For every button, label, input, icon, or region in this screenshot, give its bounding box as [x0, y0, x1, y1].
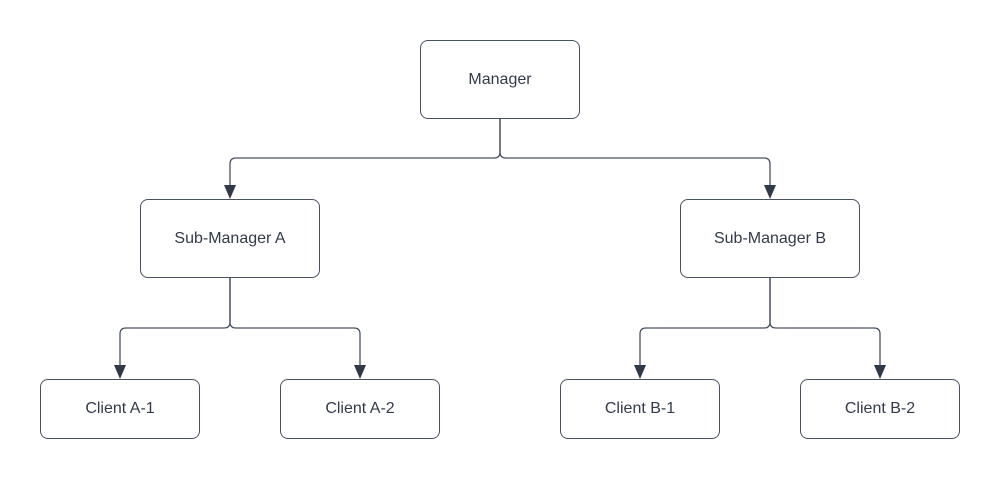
node-label: Sub-Manager A: [174, 229, 286, 247]
node-label: Client A-1: [85, 400, 155, 418]
connector-manager-to-sub-manager-a: [229, 119, 501, 186]
node-label: Client B-1: [604, 400, 676, 418]
node-client-b-1[interactable]: Client B-1: [560, 379, 720, 439]
connector-sub-manager-a-to-client-a-2: [229, 278, 361, 366]
connector-sub-manager-b-to-client-b-2: [769, 278, 881, 366]
arrowhead-icon: [114, 365, 126, 379]
arrowhead-icon: [764, 185, 776, 199]
arrowhead-icon: [224, 185, 236, 199]
node-label: Client A-2: [325, 400, 395, 418]
node-label: Sub-Manager B: [713, 229, 827, 247]
node-sub-manager-b[interactable]: Sub-Manager B: [680, 199, 860, 278]
arrowhead-icon: [354, 365, 366, 379]
node-client-a-2[interactable]: Client A-2: [280, 379, 440, 439]
arrowhead-icon: [634, 365, 646, 379]
node-client-a-1[interactable]: Client A-1: [40, 379, 200, 439]
connector-manager-to-sub-manager-b: [499, 119, 771, 186]
connector-sub-manager-a-to-client-a-1: [119, 278, 231, 366]
node-label: Client B-2: [844, 400, 916, 418]
connector-sub-manager-b-to-client-b-1: [639, 278, 771, 366]
node-label: Manager: [468, 70, 532, 88]
node-manager[interactable]: Manager: [420, 40, 580, 119]
node-sub-manager-a[interactable]: Sub-Manager A: [140, 199, 320, 278]
node-client-b-2[interactable]: Client B-2: [800, 379, 960, 439]
arrowhead-icon: [874, 365, 886, 379]
